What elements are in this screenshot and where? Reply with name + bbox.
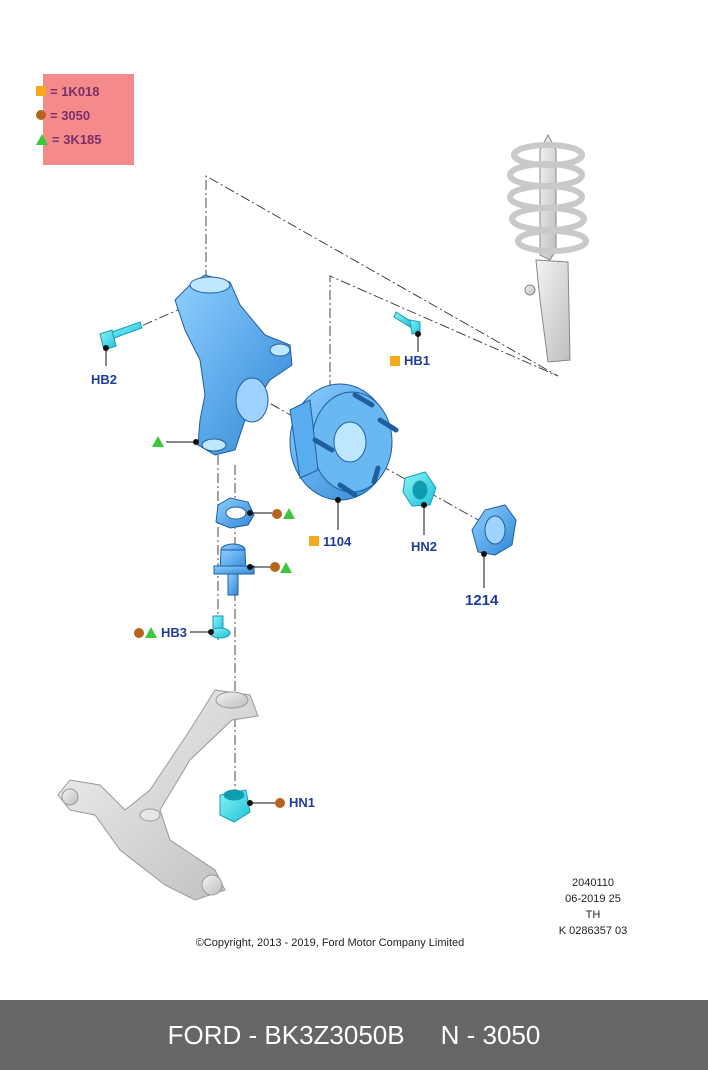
- circle-symbol-icon: [272, 509, 282, 519]
- square-symbol-icon: [309, 536, 319, 546]
- retaining-clip: [215, 497, 255, 529]
- circle-symbol-icon: [275, 798, 285, 808]
- meta-line: TH: [585, 909, 601, 921]
- callout-1104: 1104: [323, 534, 352, 549]
- triangle-symbol-icon: [145, 627, 157, 638]
- callout-hb2: HB2: [91, 372, 118, 387]
- drawing-meta: 2040110 06-2019 25 TH K 0286357 03: [548, 877, 638, 937]
- square-symbol-icon: [36, 86, 46, 96]
- callout-hb3: HB3: [161, 625, 188, 640]
- footer-bar: FORD - BK3Z3050B N - 3050: [0, 1000, 708, 1070]
- legend-row-square: = 1K018: [36, 82, 100, 100]
- footer-part-number: FORD - BK3Z3050B: [167, 1019, 405, 1050]
- callout-symbols: [134, 356, 400, 808]
- wheel-hub: [289, 383, 399, 501]
- callout-1214: 1214: [465, 592, 499, 609]
- legend-text: = 3K185: [52, 131, 102, 147]
- copyright-notice: ©Copyright, 2013 - 2019, Ford Motor Comp…: [195, 937, 465, 949]
- ball-joint: [213, 543, 255, 596]
- steering-knuckle: [174, 274, 293, 456]
- legend: = 1K018 = 3050 = 3K185: [36, 74, 134, 165]
- circle-symbol-icon: [36, 110, 46, 120]
- circle-symbol-icon: [134, 628, 144, 638]
- bolt-hb3: [209, 615, 231, 639]
- callout-hb1: HB1: [404, 353, 431, 368]
- bolt-hb2: [99, 321, 143, 351]
- legend-text: = 3050: [50, 107, 91, 123]
- hub-nut: [402, 471, 437, 507]
- legend-row-triangle: = 3K185: [36, 130, 102, 148]
- bolt-hb1: [393, 311, 421, 335]
- callout-hn1: HN1: [289, 795, 316, 810]
- triangle-symbol-icon: [152, 436, 164, 447]
- nut-hn1: [219, 789, 251, 823]
- triangle-symbol-icon: [283, 508, 295, 519]
- legend-text: = 1K018: [50, 83, 100, 99]
- lower-control-arm: [57, 689, 259, 901]
- triangle-symbol-icon: [36, 133, 48, 145]
- dust-shield: [471, 504, 517, 556]
- square-symbol-icon: [390, 356, 400, 366]
- assembly-centerlines: [109, 175, 559, 790]
- leader-lines: [103, 331, 487, 806]
- meta-line: 2040110: [571, 877, 614, 889]
- triangle-symbol-icon: [280, 562, 292, 573]
- meta-line: K 0286357 03: [558, 925, 628, 937]
- strut-spring-assembly: [507, 133, 589, 363]
- circle-symbol-icon: [270, 562, 280, 572]
- meta-line: 06-2019 25: [565, 893, 621, 905]
- callout-hn2: HN2: [411, 539, 438, 554]
- legend-row-circle: = 3050: [36, 106, 91, 124]
- exploded-parts-diagram: [57, 133, 589, 901]
- footer-reference: N - 3050: [440, 1019, 541, 1050]
